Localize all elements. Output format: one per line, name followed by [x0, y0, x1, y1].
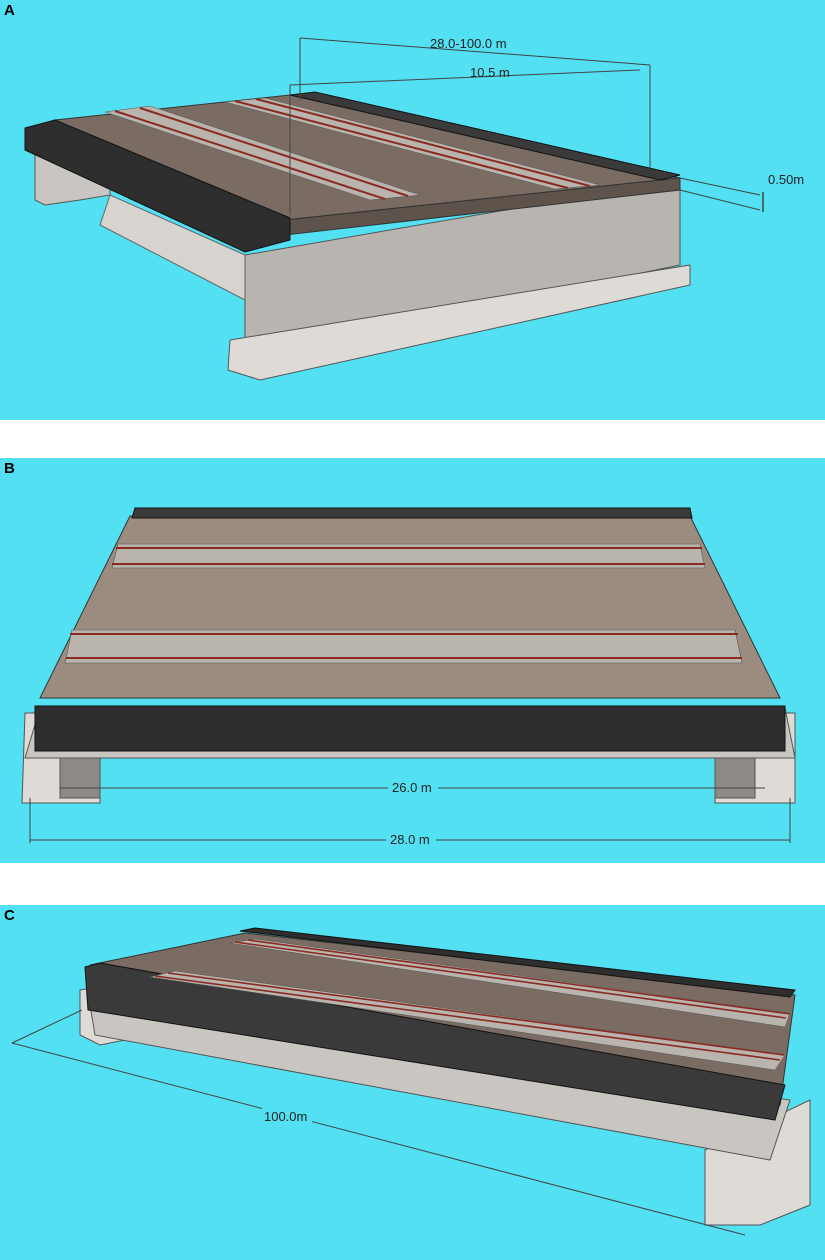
- rear-barrier: [131, 507, 693, 519]
- left-barrier: [24, 119, 291, 253]
- dim-length-ext-left: [11, 1009, 83, 1044]
- panel-b-label: B: [4, 460, 15, 477]
- dim-height-label: 0.50m: [768, 172, 804, 187]
- track-1-rail-a: [154, 975, 781, 1061]
- dim-length-bg: [262, 1107, 312, 1125]
- track-2-rail-a: [234, 941, 787, 1019]
- underside-slab: [99, 194, 246, 301]
- dim-track-line: [289, 69, 641, 86]
- track-1-sleepers: [149, 970, 786, 1071]
- near-girder-foot: [227, 264, 691, 381]
- front-barrier: [84, 962, 786, 1121]
- panel-c-label: C: [4, 907, 15, 924]
- dim-height-line: [679, 177, 761, 196]
- track-1-rail-b: [167, 972, 785, 1056]
- dim-inner-bg: [388, 778, 438, 796]
- dim-inner-label: 26.0 m: [392, 780, 432, 795]
- dim-outer-label: 28.0 m: [390, 832, 430, 847]
- track-2-sleepers: [224, 97, 601, 190]
- right-barrier: [289, 91, 681, 181]
- dim-track-label: 10.5 m: [470, 65, 510, 80]
- track-2-sleepers: [64, 629, 743, 664]
- track-1-rail-right: [139, 107, 409, 197]
- dim-outer-bg: [386, 830, 436, 848]
- front-barrier: [34, 705, 786, 752]
- abutment-right: [704, 1099, 811, 1226]
- track-1-sleepers: [104, 105, 421, 201]
- panel-b: B 26.0 m 28.0 m: [0, 458, 825, 863]
- abutment-left-inner: [59, 757, 101, 799]
- panel-a-drawing: 28.0-100.0 m 10.5 m 0.50m: [24, 36, 804, 381]
- abutment-right-inner: [714, 757, 756, 799]
- rear-barrier: [239, 927, 796, 998]
- dim-total-label: 28.0-100.0 m: [430, 36, 507, 51]
- panel-b-drawing: 26.0 m 28.0 m: [21, 507, 796, 848]
- dim-length-label: 100.0m: [264, 1109, 307, 1124]
- panel-c-drawing: 100.0m: [11, 927, 811, 1236]
- panel-a-label: A: [4, 2, 15, 19]
- track-2-rail-b: [247, 939, 791, 1015]
- dim-height-line2: [679, 189, 761, 211]
- dim-total-line: [299, 37, 651, 66]
- panel-c: C 100.0m: [0, 905, 825, 1260]
- panel-a: A 28.0-100.0 m 10.5 m 0.50m: [0, 0, 825, 420]
- track-1-sleepers: [111, 543, 706, 569]
- deck-top: [39, 515, 781, 699]
- dim-length-line: [11, 1042, 746, 1236]
- track-2-rail-right: [255, 98, 591, 187]
- track-1-rail-left: [114, 110, 386, 200]
